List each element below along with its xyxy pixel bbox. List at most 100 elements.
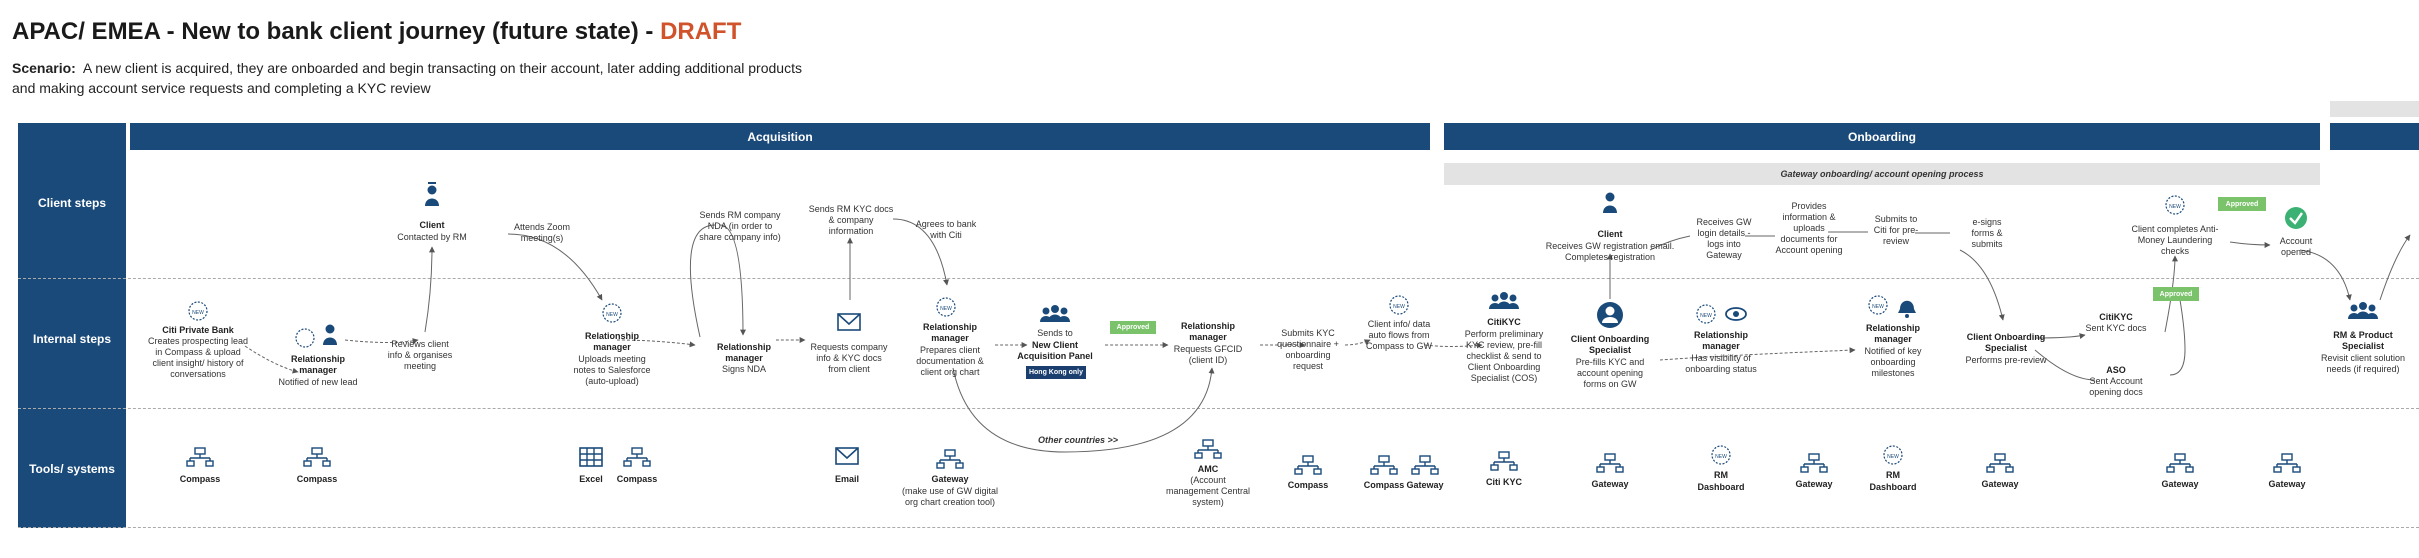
new-icon: NEW bbox=[606, 312, 618, 318]
tool-gateway: Gateway bbox=[2161, 479, 2198, 489]
tool-excel: Excel bbox=[579, 474, 603, 484]
approved-badge: Approved bbox=[2153, 287, 2199, 301]
agrees-1: Agrees to bank bbox=[916, 219, 977, 229]
rm-uploads-1: Uploads meeting bbox=[578, 354, 646, 364]
aml-1: Client completes Anti- bbox=[2131, 224, 2218, 234]
new-icon: NEW bbox=[940, 306, 952, 312]
rm-visibility-title-2: manager bbox=[1702, 341, 1740, 351]
lane-label-column bbox=[18, 123, 126, 528]
zoom-text-2: meeting(s) bbox=[521, 233, 564, 243]
private-bank-title: Citi Private Bank bbox=[162, 325, 235, 335]
tool-amc: AMC bbox=[1198, 464, 1219, 474]
requests-2: info & KYC docs bbox=[816, 353, 882, 363]
rm-uploads-title: Relationship bbox=[585, 331, 640, 341]
requests-1: Requests company bbox=[810, 342, 888, 352]
draft-label: DRAFT bbox=[660, 18, 742, 45]
scenario-description: A new client is acquired, they are onboa… bbox=[12, 60, 802, 96]
cos-prefill-3: forms on GW bbox=[1583, 379, 1637, 389]
new-icon: NEW bbox=[2169, 204, 2181, 210]
rm-visibility-title: Relationship bbox=[1694, 330, 1749, 340]
private-bank-1: Creates prospecting lead bbox=[148, 336, 248, 346]
cos-prefill-2: account opening bbox=[1577, 368, 1643, 378]
tool-compass: Compass bbox=[617, 474, 658, 484]
amc-note-1: (Account bbox=[1190, 475, 1226, 485]
submits-kyc-3: onboarding bbox=[1285, 350, 1330, 360]
rm-prepares-1: Prepares client bbox=[920, 345, 981, 355]
cos-prefill-1: Pre-fills KYC and bbox=[1576, 357, 1645, 367]
sends-nda-3: share company info) bbox=[699, 232, 781, 242]
gateway-note-2: org chart creation tool) bbox=[905, 497, 995, 507]
login-3: logs into bbox=[1707, 239, 1741, 249]
sends-nda-1: Sends RM company bbox=[699, 210, 781, 220]
new-icon: NEW bbox=[1715, 454, 1727, 460]
new-icon: NEW bbox=[1887, 454, 1899, 460]
rm-nda-text: Signs NDA bbox=[722, 364, 766, 374]
auto-flows-3: Compass to GW bbox=[1366, 341, 1433, 351]
rm-nda-title: Relationship bbox=[717, 342, 772, 352]
auto-flows-2: auto flows from bbox=[1368, 330, 1429, 340]
rm-milestones-1: Notified of key bbox=[1864, 346, 1922, 356]
rm-prepares-title-2: manager bbox=[931, 333, 969, 343]
rm-prepares-3: client org chart bbox=[920, 367, 980, 377]
tool-gateway: Gateway bbox=[2268, 479, 2305, 489]
page-title: APAC/ EMEA - New to bank client journey … bbox=[12, 18, 742, 45]
tool-gateway: Gateway bbox=[1406, 480, 1443, 490]
rm-gfcid-title: Relationship bbox=[1181, 321, 1236, 331]
rm-product-1: Revisit client solution bbox=[2321, 353, 2405, 363]
provides-4: documents for bbox=[1780, 234, 1837, 244]
gateway-note-1: (make use of GW digital bbox=[902, 486, 998, 496]
sends-panel-1: Sends to bbox=[1037, 328, 1073, 338]
citikyc-1: Perform preliminary bbox=[1465, 329, 1544, 339]
email-icon bbox=[835, 447, 859, 465]
other-countries-link: Other countries >> bbox=[1038, 435, 1119, 445]
rm-notified-title-2: manager bbox=[299, 365, 337, 375]
cos-prereview-text: Performs pre-review bbox=[1965, 355, 2047, 365]
new-icon: NEW bbox=[1700, 313, 1712, 319]
requests-3: from client bbox=[828, 364, 870, 374]
eye-icon bbox=[1725, 307, 1747, 321]
phase-next bbox=[2330, 123, 2419, 150]
esigns-2: forms & bbox=[1971, 228, 2002, 238]
amc-note-2: management Central bbox=[1166, 486, 1250, 496]
rm-milestones-2: onboarding bbox=[1870, 357, 1915, 367]
rm-uploads-3: (auto-upload) bbox=[585, 376, 639, 386]
cos-prereview-title-2: Specialist bbox=[1985, 343, 2027, 353]
rm-gfcid-title-2: manager bbox=[1189, 332, 1227, 342]
submits-kyc-2: questionnaire + bbox=[1277, 339, 1339, 349]
reviews-1: Reviews client bbox=[391, 339, 449, 349]
new-icon: NEW bbox=[192, 310, 204, 316]
cos-prereview-title: Client Onboarding bbox=[1967, 332, 2046, 342]
rm-product-title: RM & Product bbox=[2333, 330, 2393, 340]
rm-gfcid-1: Requests GFCID bbox=[1174, 344, 1243, 354]
tool-rm-dashboard-2: Dashboard bbox=[1869, 482, 1916, 492]
aso-1: Sent Account bbox=[2089, 376, 2143, 386]
tool-compass: Compass bbox=[180, 474, 221, 484]
cos-prefill-title-2: Specialist bbox=[1589, 345, 1631, 355]
new-icon: NEW bbox=[1393, 304, 1405, 310]
rm-visibility-2: onboarding status bbox=[1685, 364, 1757, 374]
rm-uploads-2: notes to Salesforce bbox=[573, 365, 650, 375]
aml-2: Money Laundering bbox=[2138, 235, 2213, 245]
gateway-onboarding-subphase: Gateway onboarding/ account opening proc… bbox=[1444, 163, 2320, 185]
tool-email: Email bbox=[835, 474, 859, 484]
submits-kyc-4: request bbox=[1293, 361, 1324, 371]
lane-divider bbox=[18, 527, 2419, 528]
rm-prepares-2: documentation & bbox=[916, 356, 984, 366]
hong-kong-only-badge: Hong Kong only bbox=[1026, 366, 1086, 379]
rm-uploads-title-2: manager bbox=[593, 342, 631, 352]
rm-notified-title: Relationship bbox=[291, 354, 346, 364]
tool-compass: Compass bbox=[297, 474, 338, 484]
reviews-3: meeting bbox=[404, 361, 436, 371]
citikyc-sent-text: Sent KYC docs bbox=[2085, 323, 2147, 333]
private-bank-3: client insight/ history of bbox=[152, 358, 244, 368]
agrees-2: with Citi bbox=[929, 230, 962, 240]
tool-gateway: Gateway bbox=[1795, 479, 1832, 489]
rm-notified-text: Notified of new lead bbox=[278, 377, 357, 387]
login-1: Receives GW bbox=[1696, 217, 1752, 227]
citikyc-3: checklist & send to bbox=[1466, 351, 1541, 361]
submits-kyc-1: Submits KYC bbox=[1281, 328, 1335, 338]
zoom-text-1: Attends Zoom bbox=[514, 222, 570, 232]
auto-flows-1: Client info/ data bbox=[1368, 319, 1431, 329]
rm-prepares-title: Relationship bbox=[923, 322, 978, 332]
